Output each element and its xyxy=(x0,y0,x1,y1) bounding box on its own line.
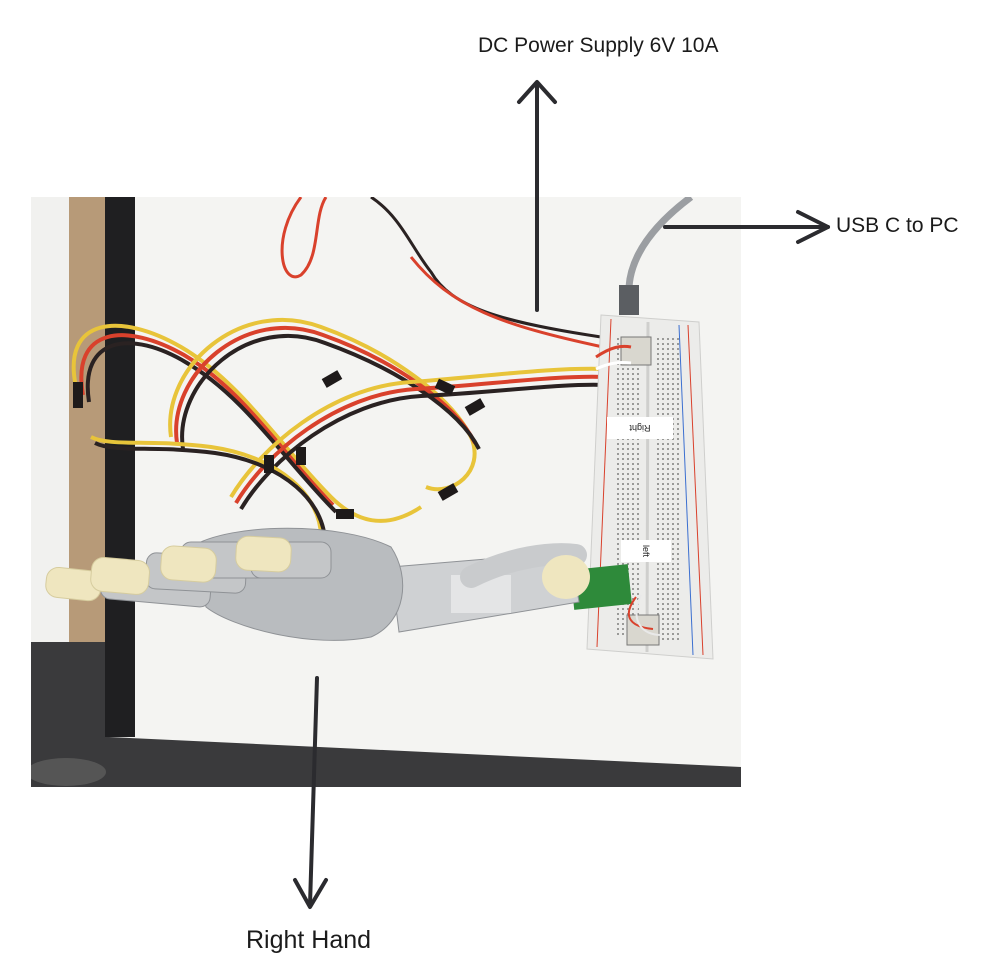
red-wire-top xyxy=(280,197,328,279)
usb-c-plug xyxy=(619,285,639,315)
robotic-hand xyxy=(45,527,590,641)
usb-cable xyxy=(625,197,694,288)
tape-right xyxy=(607,417,673,439)
right-hand-label: Right Hand xyxy=(246,926,372,954)
arrow-down-icon xyxy=(293,676,328,909)
red-wire-run xyxy=(409,256,604,349)
chair-base xyxy=(31,758,106,786)
arrow-up-icon xyxy=(517,80,557,312)
black-wire-top xyxy=(370,197,602,339)
setup-photo: Right left xyxy=(31,197,741,787)
tape-right-text: Right xyxy=(629,423,651,433)
breadboard: Right left xyxy=(570,314,714,660)
servo-connectors xyxy=(73,370,486,519)
servo-cables xyxy=(71,317,607,544)
table-shadow xyxy=(105,197,135,737)
power-supply-label: DC Power Supply 6V 10A xyxy=(478,34,719,57)
tape-left-text: left xyxy=(641,545,651,558)
arrow-right-icon xyxy=(663,210,830,244)
usb-label: USB C to PC xyxy=(836,214,959,237)
microcontroller-top xyxy=(620,336,652,366)
tape-left xyxy=(621,540,671,562)
